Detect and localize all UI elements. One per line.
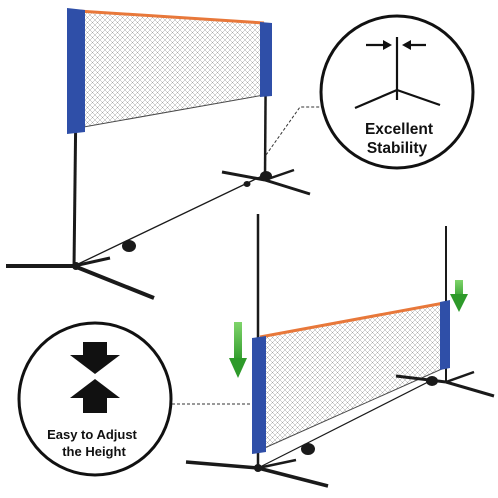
height-line-2: the Height	[62, 444, 126, 459]
bottom-net-left-banner	[252, 336, 266, 454]
stability-line-1: Excellent	[365, 121, 433, 138]
top-net-ground-cord	[73, 175, 263, 267]
green-down-arrow-right-icon	[450, 280, 468, 312]
bottom-net-assembly	[185, 214, 495, 488]
bottom-net-top-band	[259, 301, 445, 339]
bottom-net-left-base	[185, 458, 329, 488]
top-net-mesh	[80, 12, 264, 128]
stability-line-2: Stability	[367, 140, 428, 157]
top-net-bottom-edge	[77, 94, 265, 129]
top-net-right-banner	[260, 22, 272, 97]
stability-callout: Excellent Stability	[319, 14, 475, 170]
green-down-arrow-left-icon	[229, 322, 247, 378]
top-net-assembly	[6, 8, 311, 300]
top-net-left-banner	[67, 8, 85, 134]
top-net-center-weight	[122, 240, 136, 252]
up-down-arrows-icon	[70, 342, 120, 413]
top-net-right-base	[221, 168, 311, 196]
bottom-net-right-banner	[440, 300, 450, 370]
bottom-net-right-base	[395, 370, 495, 398]
height-line-1: Easy to Adjust	[47, 427, 137, 442]
bottom-net-mesh	[262, 304, 444, 450]
tripod-base-icon	[354, 37, 441, 110]
top-net-left-base	[6, 256, 155, 300]
top-net-top-band	[77, 9, 265, 25]
stability-leader-line	[265, 106, 322, 156]
height-callout: Easy to Adjust the Height	[17, 321, 173, 477]
